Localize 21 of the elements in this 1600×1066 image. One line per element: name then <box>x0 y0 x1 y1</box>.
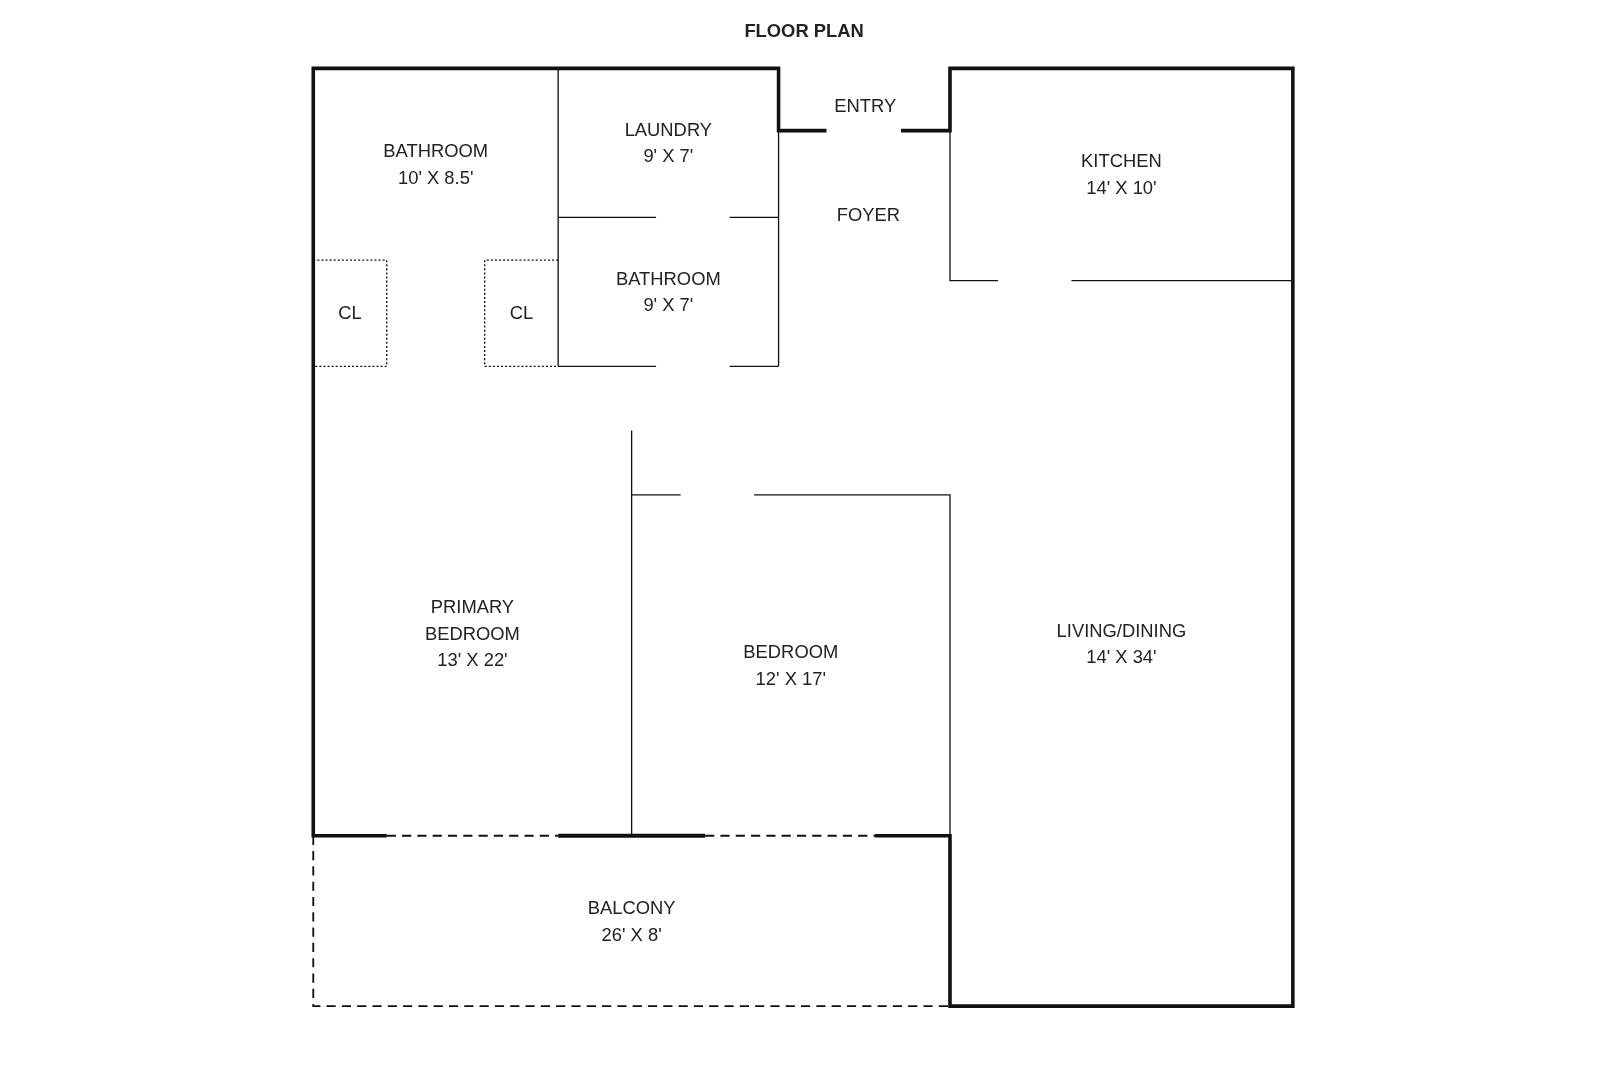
room-name: PRIMARY BEDROOM <box>424 595 521 646</box>
room-dimensions: 14' X 34' <box>1085 645 1158 669</box>
room-name: BATHROOM <box>615 267 721 291</box>
room-dimensions: 13' X 22' <box>436 648 509 672</box>
room-name: CL <box>509 302 534 326</box>
area-name: FOYER <box>836 204 900 226</box>
plan-title: FLOOR PLAN <box>744 20 864 43</box>
room-dimensions: 10' X 8.5' <box>396 166 475 190</box>
room-dimensions: 14' X 10' <box>1085 176 1158 200</box>
room-dimensions: 26' X 8' <box>600 922 663 947</box>
room-name: BEDROOM <box>743 640 839 665</box>
room-dimensions: 9' X 7' <box>642 144 695 169</box>
room-name: KITCHEN <box>1081 150 1162 174</box>
room-name: LAUNDRY <box>624 118 713 142</box>
area-name: ENTRY <box>834 95 897 117</box>
room-name: BATHROOM <box>383 139 489 164</box>
room-name: LIVING/DINING <box>1056 618 1187 643</box>
room-dimensions: 9' X 7' <box>642 293 695 318</box>
room-dimensions: 12' X 17' <box>754 667 827 691</box>
room-name: CL <box>338 302 362 326</box>
room-name: BALCONY <box>587 896 676 920</box>
